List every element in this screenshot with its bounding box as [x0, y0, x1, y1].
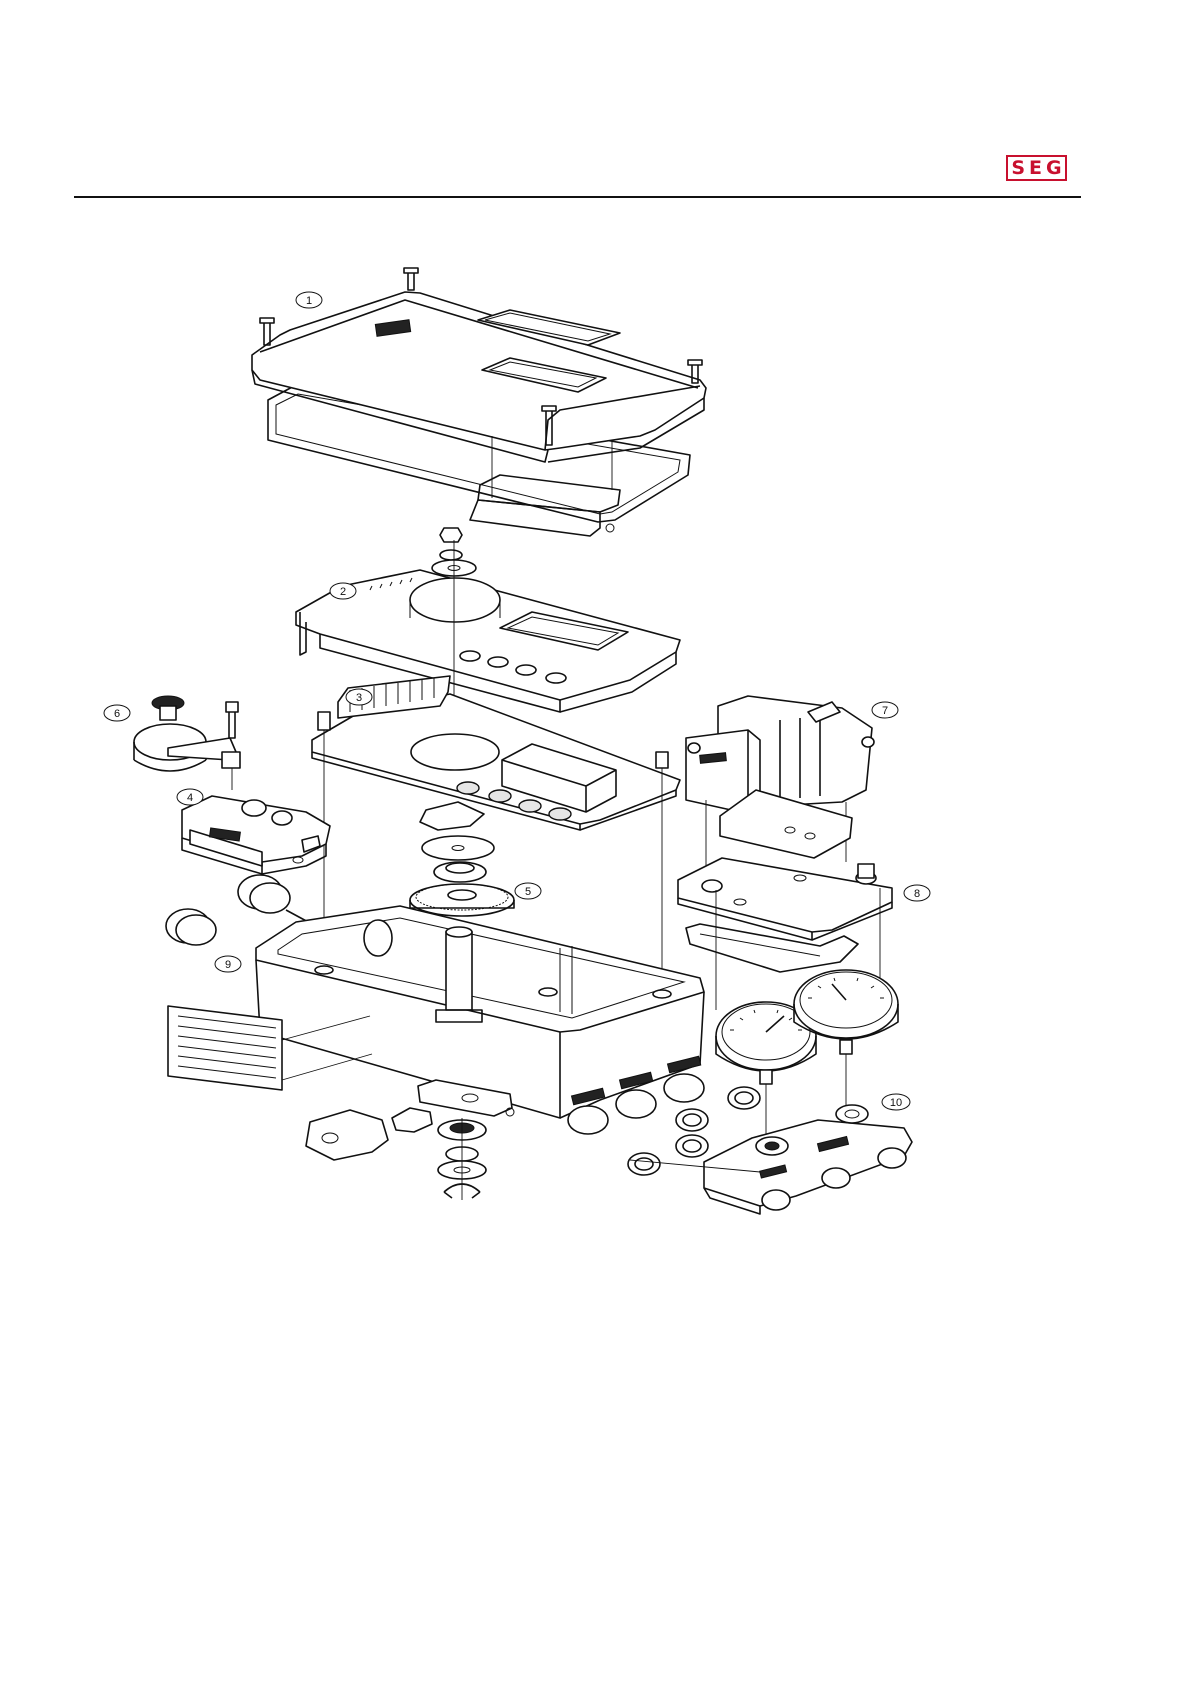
- callout-label: 10: [890, 1097, 902, 1109]
- callout-label: 7: [882, 705, 888, 717]
- cover-assembly: [252, 268, 706, 536]
- callout: 9: [215, 956, 241, 972]
- manifold-block-assembly: [704, 1105, 912, 1214]
- callout: 8: [904, 885, 930, 901]
- callout: 1: [296, 292, 322, 308]
- gear-assembly: [410, 802, 514, 916]
- callout: 3: [346, 689, 372, 705]
- cover-screw: [404, 268, 418, 290]
- callout: 6: [104, 705, 130, 721]
- callout-label: 4: [187, 792, 193, 804]
- callout: 7: [872, 702, 898, 718]
- plug-left: [166, 909, 216, 945]
- callout: 4: [177, 789, 203, 805]
- sensor-module-assembly: [182, 796, 330, 874]
- callout-label: 3: [356, 692, 362, 704]
- callout: 5: [515, 883, 541, 899]
- callout: 2: [330, 583, 356, 599]
- callout-label: 8: [914, 888, 920, 900]
- callout-label: 6: [114, 708, 120, 720]
- callout: 10: [882, 1094, 910, 1110]
- knob-lever-assembly: [134, 696, 240, 790]
- callout-label: 9: [225, 959, 231, 971]
- callout-label: 5: [525, 886, 531, 898]
- callout-label: 1: [306, 295, 312, 307]
- callout-label: 2: [340, 586, 346, 598]
